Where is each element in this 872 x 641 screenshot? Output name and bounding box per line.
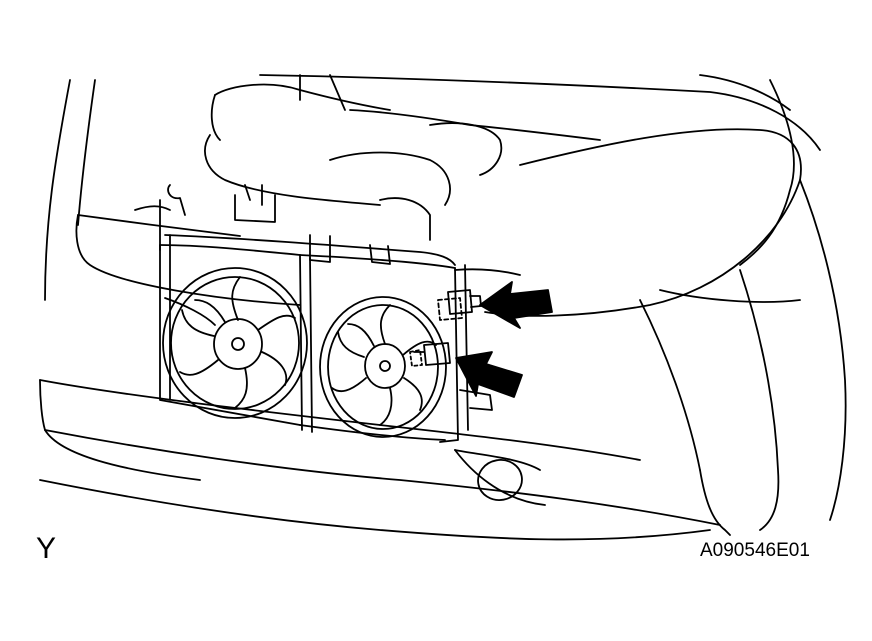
arrow-lower-connector xyxy=(455,351,523,398)
fan-shroud xyxy=(159,234,521,443)
callout-arrows xyxy=(455,281,553,398)
engine-components xyxy=(134,74,601,265)
lower-connector xyxy=(409,342,451,367)
arrow-upper-connector xyxy=(479,281,553,329)
car-body-outline xyxy=(39,74,847,536)
right-cooling-fan xyxy=(319,296,447,438)
figure-code: A090546E01 xyxy=(700,540,810,561)
view-letter: Y xyxy=(36,532,57,565)
left-cooling-fan xyxy=(162,267,308,419)
upper-connector xyxy=(437,289,482,321)
